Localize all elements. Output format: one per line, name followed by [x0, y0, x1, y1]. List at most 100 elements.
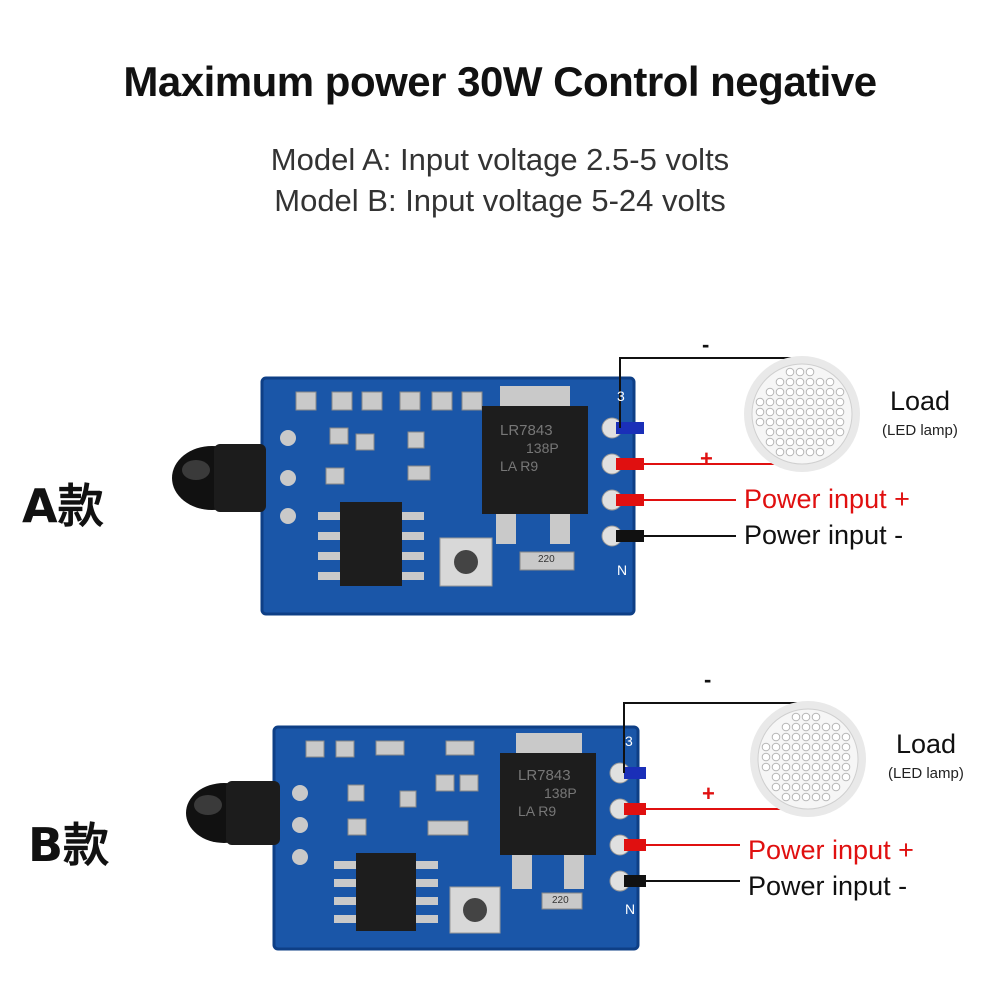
led-dot [801, 792, 811, 802]
wire-plus-label: + [702, 781, 715, 806]
led-dot [785, 407, 795, 417]
led-dot [831, 752, 841, 762]
led-dot [825, 387, 835, 397]
led-dot [755, 407, 765, 417]
led-dot [791, 762, 801, 772]
led-dot [791, 772, 801, 782]
led-dot [821, 762, 831, 772]
led-dot [825, 407, 835, 417]
led-dot [821, 742, 831, 752]
led-dot [825, 377, 835, 387]
led-dot [805, 377, 815, 387]
led-dot [781, 742, 791, 752]
led-dot [785, 377, 795, 387]
led-dot [825, 427, 835, 437]
led-dot [771, 742, 781, 752]
led-dot [825, 437, 835, 447]
led-dot [795, 397, 805, 407]
led-dot [805, 397, 815, 407]
led-dot [781, 792, 791, 802]
pcb-board [172, 376, 636, 616]
led-dot [831, 782, 841, 792]
led-dot [795, 447, 805, 457]
led-dot [781, 732, 791, 742]
resistor-marking: 220 [552, 895, 569, 906]
led-dot [821, 722, 831, 732]
led-dot [801, 772, 811, 782]
led-dot [781, 722, 791, 732]
diagram-model-b: B款 [0, 665, 1000, 965]
regulator-marking-1: LR7843 [518, 767, 571, 784]
led-dot [781, 772, 791, 782]
led-dot [815, 427, 825, 437]
page-title: Maximum power 30W Control negative [123, 58, 877, 105]
led-dot [791, 782, 801, 792]
power-plus-label: Power input + [744, 484, 910, 514]
led-dot [791, 792, 801, 802]
led-dot [805, 427, 815, 437]
led-dot [825, 397, 835, 407]
led-dot [801, 762, 811, 772]
load-label: Load [890, 386, 951, 416]
wiring-svg [186, 701, 866, 951]
led-dot [801, 742, 811, 752]
led-dot [835, 397, 845, 407]
led-dot [785, 387, 795, 397]
led-dot [825, 417, 835, 427]
led-dot [811, 742, 821, 752]
pin-top-marking: 3 [617, 388, 625, 404]
led-dot [815, 437, 825, 447]
led-dot [795, 367, 805, 377]
led-dot [795, 387, 805, 397]
led-dot [841, 742, 851, 752]
led-dot [805, 437, 815, 447]
pin-bottom-marking: N [625, 901, 636, 917]
led-dot [785, 417, 795, 427]
regulator-marking-3: LA R9 [500, 458, 539, 474]
led-dot [765, 437, 775, 447]
led-dot [831, 762, 841, 772]
led-dot [831, 732, 841, 742]
wire-minus-label: - [702, 332, 710, 357]
led-dot [781, 782, 791, 792]
led-dot [795, 407, 805, 417]
led-dot [811, 792, 821, 802]
led-dot [811, 782, 821, 792]
model-label: A款 [22, 479, 104, 533]
led-dot [835, 427, 845, 437]
led-dot [791, 742, 801, 752]
led-dot [815, 447, 825, 457]
led-dot [775, 417, 785, 427]
load-sublabel: (LED lamp) [882, 422, 958, 439]
led-dot [761, 752, 771, 762]
led-dot [765, 417, 775, 427]
led-dot [815, 407, 825, 417]
pcb-board [186, 725, 640, 951]
diagram-model-a: A款 [0, 330, 1000, 630]
resistor-marking: 220 [538, 554, 555, 565]
subtitle-model-b: Model B: Input voltage 5-24 volts [274, 183, 726, 218]
led-dot [785, 367, 795, 377]
power-plus-label: Power input + [748, 835, 914, 865]
led-dot [785, 437, 795, 447]
led-dot [811, 762, 821, 772]
led-dot [795, 437, 805, 447]
led-dot [831, 772, 841, 782]
led-dot [791, 752, 801, 762]
led-dot [771, 732, 781, 742]
led-dot [771, 762, 781, 772]
led-dot [795, 417, 805, 427]
power-minus-label: Power input - [748, 871, 908, 901]
power-minus-label: Power input - [744, 520, 904, 550]
regulator-marking-2: 138P [526, 440, 559, 456]
led-dot [811, 722, 821, 732]
led-dot [841, 762, 851, 772]
led-dot [771, 772, 781, 782]
led-dot [775, 447, 785, 457]
pin-top-marking: 3 [625, 733, 633, 749]
led-dot [791, 712, 801, 722]
led-dot [815, 387, 825, 397]
led-dot [821, 782, 831, 792]
regulator-marking-2: 138P [544, 785, 577, 801]
wire-minus-label: - [704, 667, 712, 692]
